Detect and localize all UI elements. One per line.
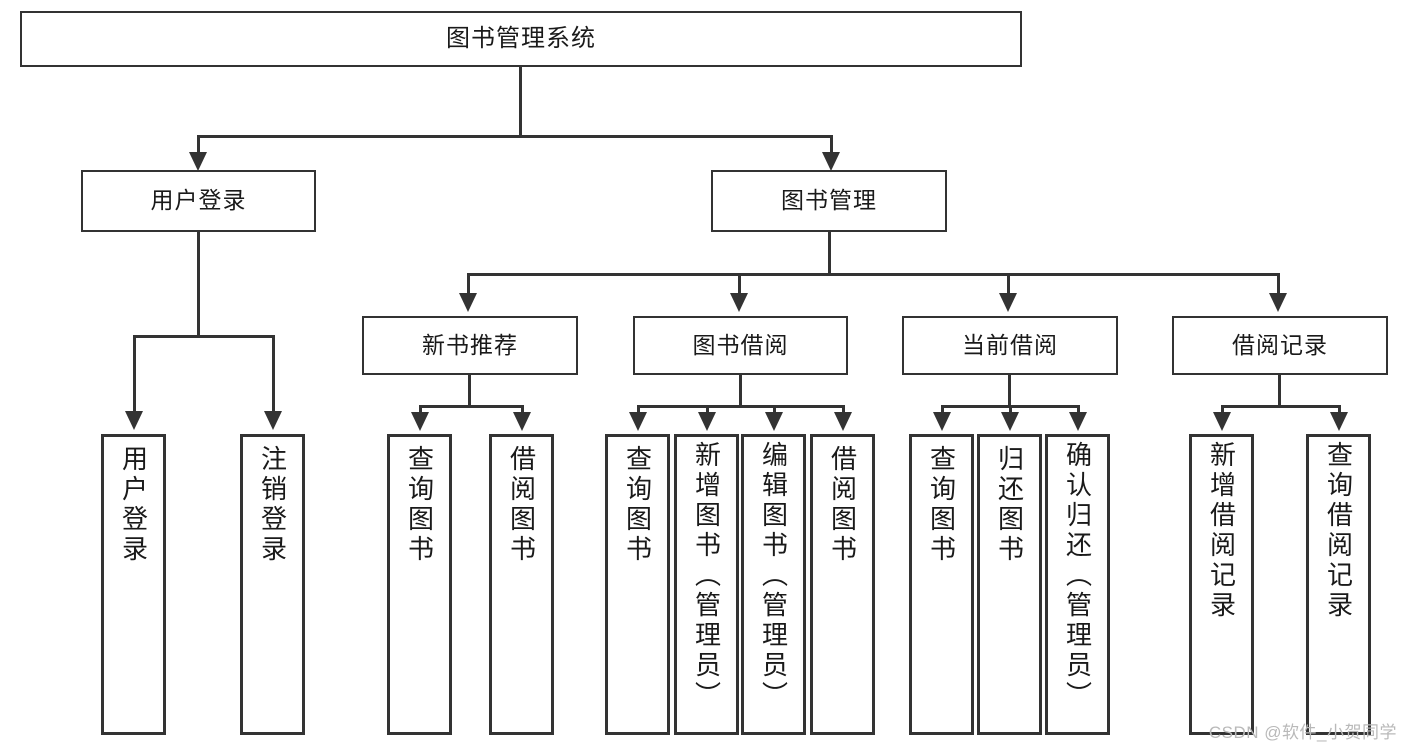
node-leaf-add-record[interactable]: 新增借阅记录: [1189, 434, 1254, 735]
edge-new-book-drop-2: [521, 405, 524, 417]
node-leaf-confirm-return-admin[interactable]: 确认归还（管理员）: [1045, 434, 1110, 735]
edge-root-bus: [197, 135, 833, 138]
edge-bm-drop-borrow-record: [1277, 273, 1280, 297]
node-label: 图书管理: [781, 187, 877, 214]
edge-bb-drop-1: [637, 405, 640, 417]
node-leaf-edit-book-admin[interactable]: 编辑图书（管理员）: [741, 434, 806, 735]
edge-root-to-user-login: [197, 135, 200, 157]
edge-borrow-record-bus: [1221, 405, 1341, 408]
edge-root-to-book-management: [830, 135, 833, 157]
arrow-to-borrow-record: [1269, 293, 1287, 312]
arrow-to-leaf-return-book: [1001, 412, 1019, 431]
csdn-watermark: CSDN @软件_小贺同学: [1208, 723, 1397, 742]
arrow-to-new-book-recommend: [459, 293, 477, 312]
node-label: 借阅记录: [1232, 331, 1328, 358]
node-book-management[interactable]: 图书管理: [711, 170, 947, 232]
node-leaf-return-book[interactable]: 归还图书: [977, 434, 1042, 735]
node-label: 用户登录: [118, 445, 149, 565]
node-borrow-record[interactable]: 借阅记录: [1172, 316, 1388, 375]
arrow-to-leaf-add-book-admin: [698, 412, 716, 431]
node-leaf-borrow-book-1[interactable]: 借阅图书: [489, 434, 554, 735]
arrow-to-leaf-confirm-return-admin: [1069, 412, 1087, 431]
edge-user-login-drop-1: [133, 335, 136, 415]
edge-cb-drop-1: [941, 405, 944, 417]
node-label: 查询图书: [404, 445, 435, 565]
arrow-to-book-borrow: [730, 293, 748, 312]
edge-book-management-stem: [828, 232, 831, 276]
arrow-to-leaf-query-book-3: [933, 412, 951, 431]
node-label: 编辑图书（管理员）: [758, 441, 789, 711]
node-label: 当前借阅: [962, 331, 1058, 358]
arrow-to-current-borrow: [999, 293, 1017, 312]
edge-book-management-bus: [467, 273, 1280, 276]
edge-br-drop-1: [1221, 405, 1224, 417]
node-leaf-logout-login[interactable]: 注销登录: [240, 434, 305, 735]
node-label: 查询图书: [622, 445, 653, 565]
node-book-management-system[interactable]: 图书管理系统: [20, 11, 1022, 67]
node-leaf-borrow-book-2[interactable]: 借阅图书: [810, 434, 875, 735]
node-label: 新增借阅记录: [1206, 441, 1237, 621]
node-new-book-recommend[interactable]: 新书推荐: [362, 316, 578, 375]
node-leaf-query-record[interactable]: 查询借阅记录: [1306, 434, 1371, 735]
node-leaf-user-login[interactable]: 用户登录: [101, 434, 166, 735]
arrow-to-book-management: [822, 152, 840, 171]
edge-user-login-drop-2: [272, 335, 275, 415]
edge-cb-drop-3: [1077, 405, 1080, 417]
edge-bm-drop-new-book: [467, 273, 470, 297]
node-label: 查询借阅记录: [1323, 441, 1354, 621]
edge-root-stem: [519, 67, 522, 137]
node-user-login[interactable]: 用户登录: [81, 170, 316, 232]
edge-user-login-bus: [133, 335, 275, 338]
node-label: 查询图书: [926, 445, 957, 565]
edge-cb-drop-2: [1009, 405, 1012, 417]
edge-user-login-stem: [197, 232, 200, 338]
edge-borrow-record-stem: [1278, 375, 1281, 407]
node-label: 借阅图书: [827, 445, 858, 565]
arrow-to-leaf-borrow-book-2: [834, 412, 852, 431]
node-label: 归还图书: [994, 445, 1025, 565]
arrow-to-leaf-user-login: [125, 411, 143, 430]
node-label: 用户登录: [150, 187, 247, 214]
node-label: 借阅图书: [506, 445, 537, 565]
node-label: 新增图书（管理员）: [691, 441, 722, 711]
edge-new-book-bus: [419, 405, 524, 408]
edge-current-borrow-stem: [1008, 375, 1011, 407]
node-book-borrow[interactable]: 图书借阅: [633, 316, 848, 375]
arrow-to-leaf-add-record: [1213, 412, 1231, 431]
edge-bm-drop-current-borrow: [1007, 273, 1010, 297]
edge-bb-drop-3: [773, 405, 776, 417]
edge-br-drop-2: [1338, 405, 1341, 417]
node-leaf-query-book-1[interactable]: 查询图书: [387, 434, 452, 735]
edge-bb-drop-4: [842, 405, 845, 417]
node-leaf-query-book-3[interactable]: 查询图书: [909, 434, 974, 735]
edge-book-borrow-bus: [637, 405, 845, 408]
arrow-to-user-login: [189, 152, 207, 171]
edge-new-book-drop-1: [419, 405, 422, 417]
node-leaf-query-book-2[interactable]: 查询图书: [605, 434, 670, 735]
arrow-to-leaf-edit-book-admin: [765, 412, 783, 431]
arrow-to-leaf-query-book-2: [629, 412, 647, 431]
arrow-to-leaf-query-record: [1330, 412, 1348, 431]
node-label: 图书管理系统: [446, 24, 596, 52]
node-label: 新书推荐: [422, 331, 518, 358]
node-label: 注销登录: [257, 445, 288, 565]
arrow-to-leaf-query-book-1: [411, 412, 429, 431]
node-leaf-add-book-admin[interactable]: 新增图书（管理员）: [674, 434, 739, 735]
node-current-borrow[interactable]: 当前借阅: [902, 316, 1118, 375]
arrow-to-leaf-logout-login: [264, 411, 282, 430]
edge-bm-drop-book-borrow: [738, 273, 741, 297]
node-label: 图书借阅: [692, 331, 789, 358]
edge-new-book-stem: [468, 375, 471, 407]
arrow-to-leaf-borrow-book-1: [513, 412, 531, 431]
node-label: 确认归还（管理员）: [1062, 441, 1093, 711]
edge-book-borrow-stem: [739, 375, 742, 407]
edge-bb-drop-2: [706, 405, 709, 417]
